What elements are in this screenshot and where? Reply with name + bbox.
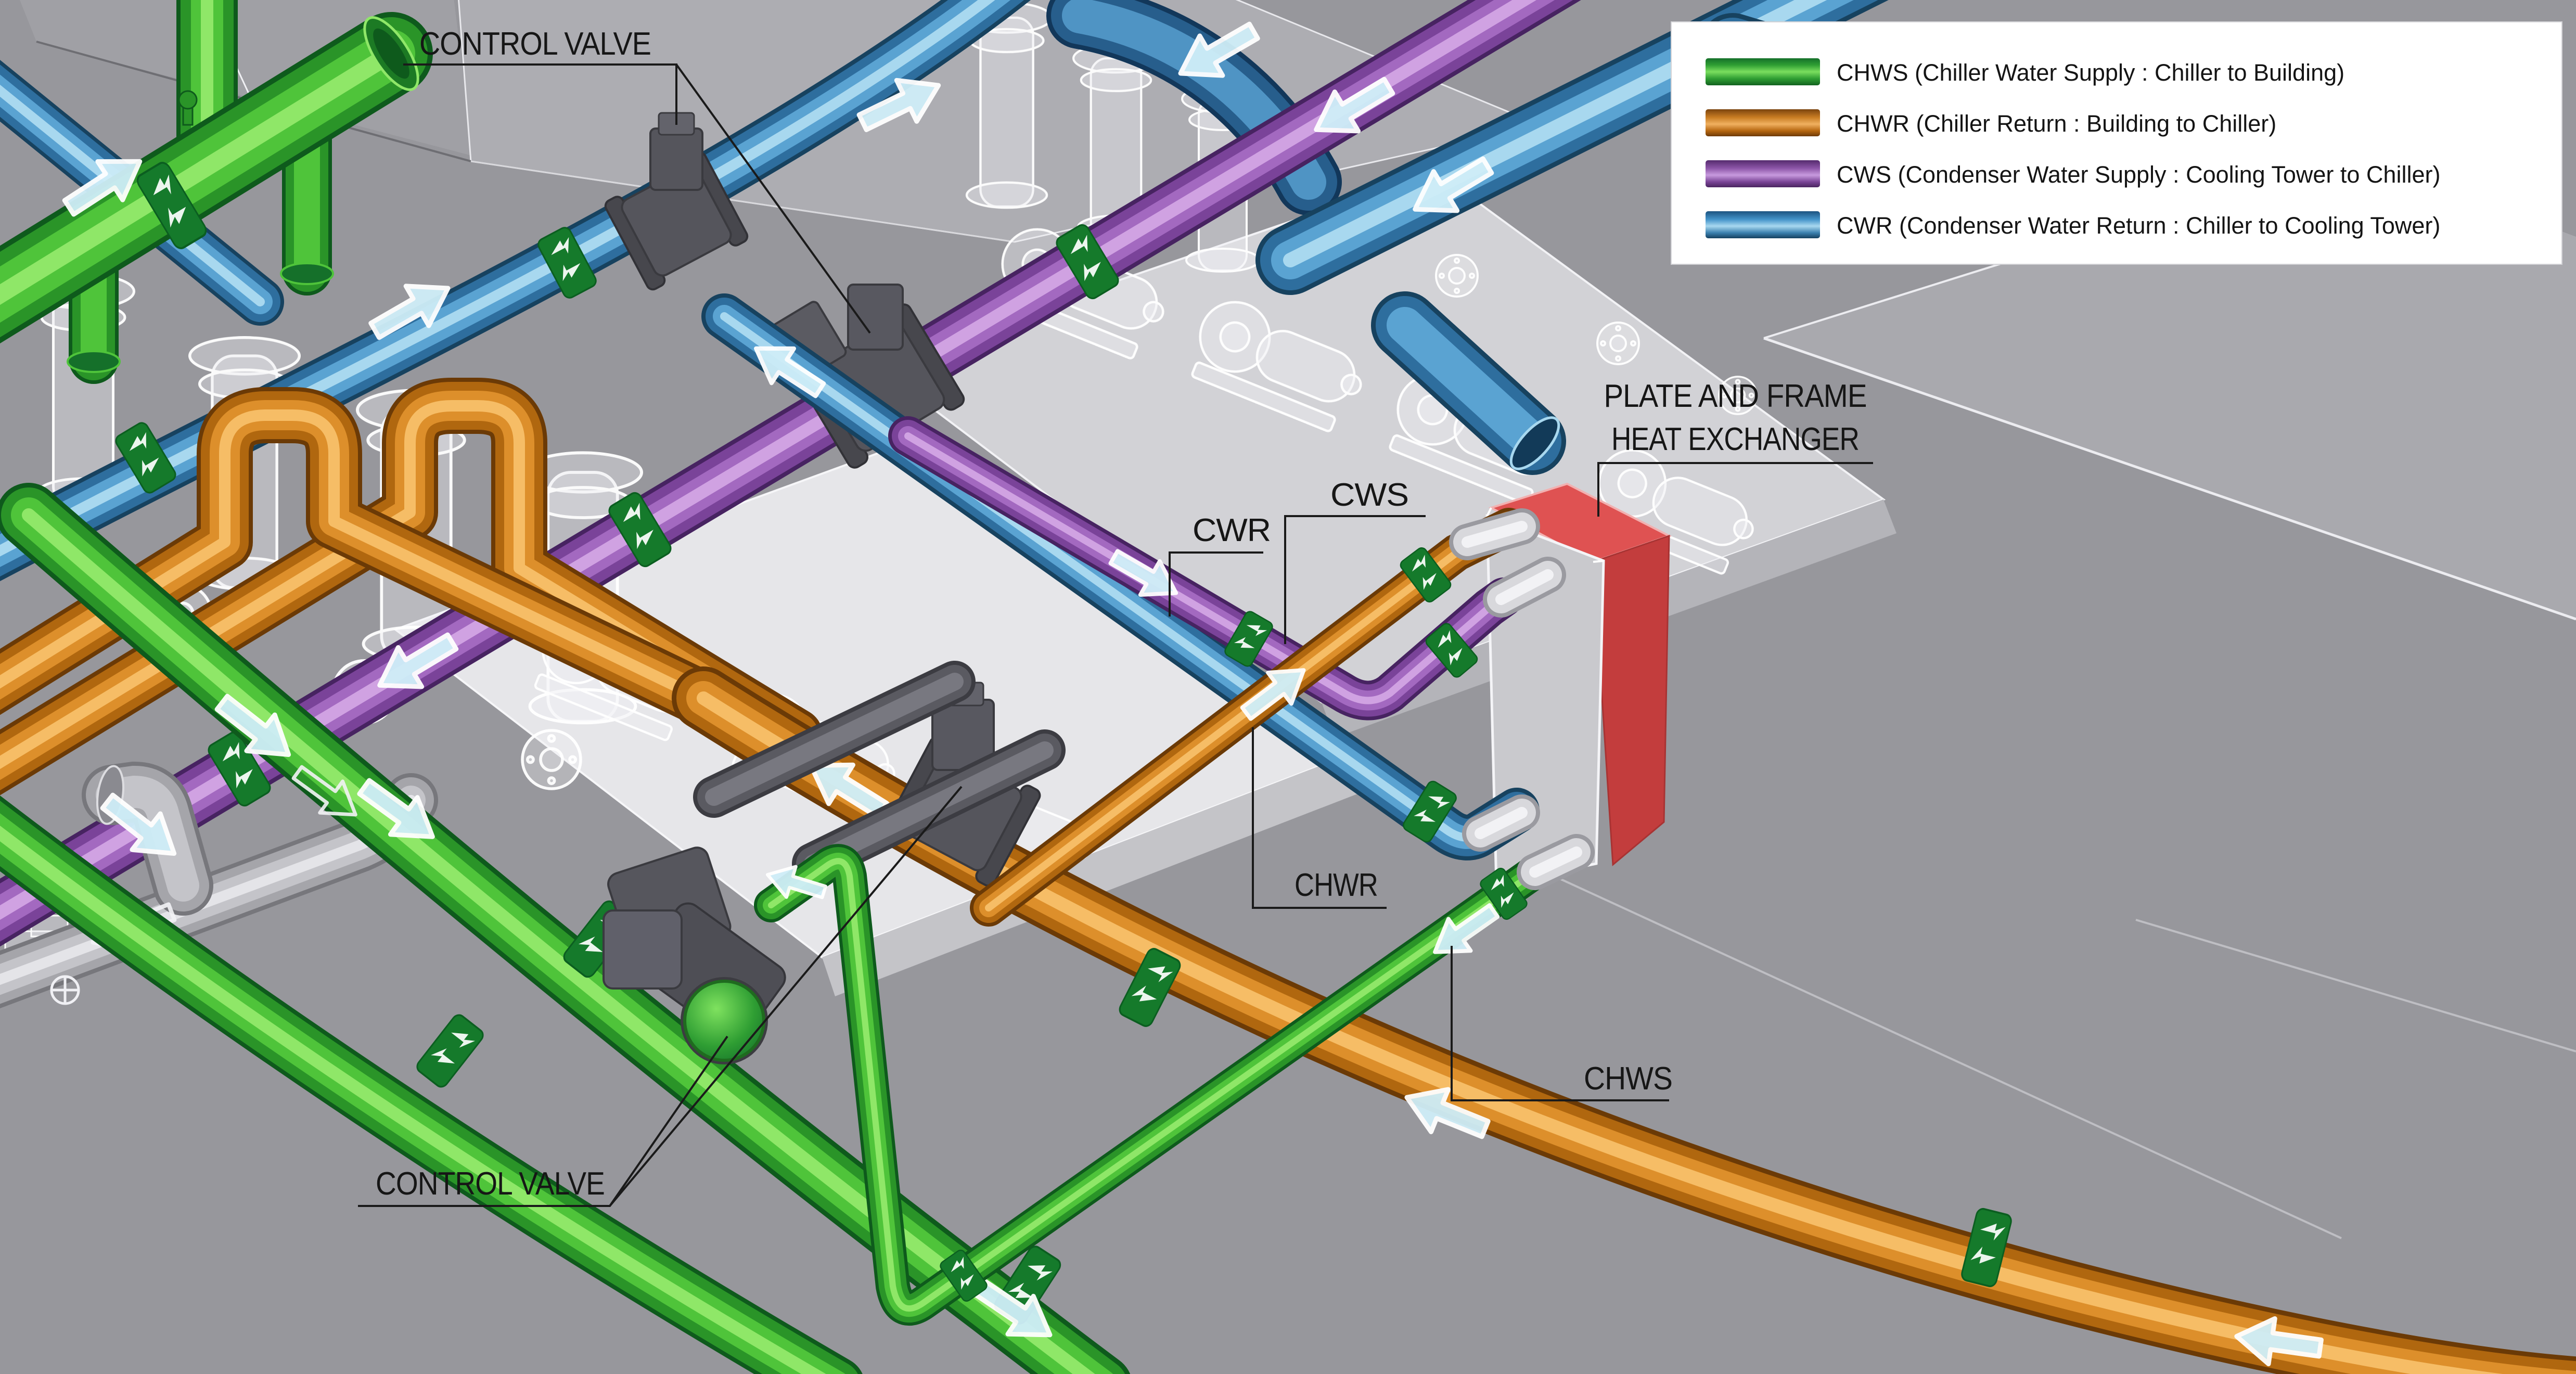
- legend: CHWS (Chiller Water Supply : Chiller to …: [1671, 21, 2562, 265]
- control-valve-blue: [604, 112, 749, 291]
- callout-control-valve-top-text: CONTROL VALVE: [419, 26, 651, 62]
- callout-chwr-text: CHWR: [1295, 867, 1378, 903]
- callout-cws-text: CWS: [1330, 477, 1408, 513]
- legend-label-cwr: CWR (Condenser Water Return : Chiller to…: [1837, 212, 2440, 239]
- callout-chws: CHWS: [1451, 946, 1673, 1101]
- heat-exchanger-side: [1592, 534, 1670, 867]
- callout-chws-text: CHWS: [1584, 1061, 1672, 1097]
- legend-label-chwr: CHWR (Chiller Return : Building to Chill…: [1837, 110, 2276, 137]
- callout-cws: CWS: [1284, 477, 1426, 644]
- legend-swatch-chws: [1706, 58, 1820, 85]
- small-green-valve: [178, 90, 198, 126]
- callout-control-valve-bottom-text: CONTROL VALVE: [376, 1166, 605, 1202]
- callout-cwr-text: CWR: [1193, 512, 1271, 548]
- gray-handwheel: [50, 975, 80, 1005]
- heat-exchanger-nozzles: [1449, 508, 1595, 890]
- leader-control-valve-bottom-2: [609, 786, 963, 1207]
- legend-label-chws: CHWS (Chiller Water Supply : Chiller to …: [1837, 59, 2344, 86]
- callout-heat-exchanger-line1: PLATE AND FRAME: [1604, 378, 1867, 414]
- callout-heat-exchanger: PLATE AND FRAME HEAT EXCHANGER: [1597, 378, 1873, 517]
- leader-heat-exchanger: [1597, 462, 1873, 517]
- legend-label-cws: CWS (Condenser Water Supply : Cooling To…: [1837, 161, 2440, 188]
- leader-chws: [1451, 946, 1669, 1101]
- legend-swatch-chwr: [1706, 109, 1820, 136]
- callout-chwr: CHWR: [1252, 727, 1387, 909]
- callout-control-valve-bottom: CONTROL VALVE: [358, 786, 963, 1207]
- leader-cwr: [1169, 551, 1263, 617]
- pad-center-edge: [822, 749, 1376, 996]
- callouts: CONTROL VALVE CWS CWR PLATE AND FRAME HE…: [358, 26, 1873, 1207]
- callout-heat-exchanger-line2: HEAT EXCHANGER: [1611, 421, 1859, 457]
- pipe-chws-header: [0, 0, 428, 372]
- callout-control-valve-top: CONTROL VALVE: [403, 26, 871, 334]
- legend-swatch-cwr: [1706, 211, 1820, 238]
- slab-right: [1764, 153, 2576, 619]
- callout-cwr: CWR: [1169, 512, 1271, 617]
- leader-chwr: [1252, 727, 1387, 909]
- leader-control-valve-top-2: [675, 63, 871, 334]
- legend-swatch-cws: [1706, 160, 1820, 187]
- leader-cws: [1284, 515, 1426, 644]
